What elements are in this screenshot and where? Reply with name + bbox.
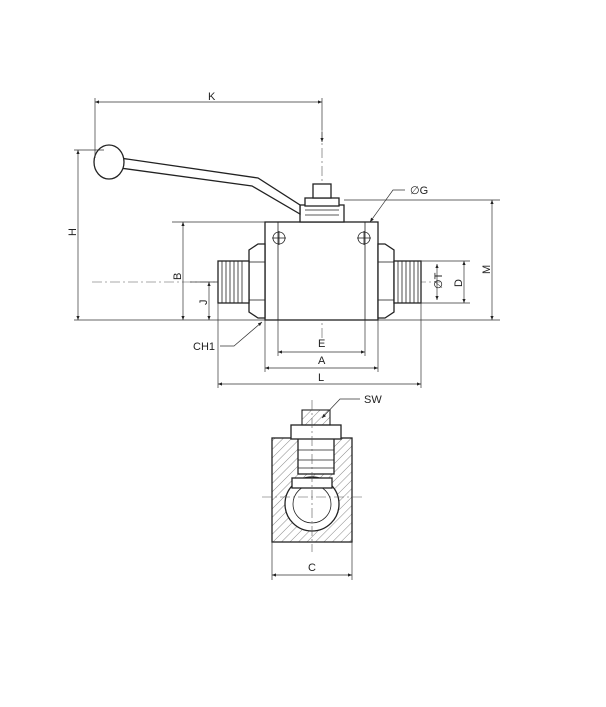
valve-stem	[299, 183, 345, 223]
label-CH1: CH1	[193, 341, 215, 353]
front-view: K H B J ∅G ∅T D M E A L CH1	[67, 91, 500, 388]
label-A: A	[318, 355, 326, 367]
extension-lines	[74, 98, 500, 388]
label-G: ∅G	[410, 185, 428, 197]
label-L: L	[318, 372, 324, 384]
handle-knob	[93, 144, 125, 180]
valve-body	[264, 221, 379, 321]
label-B: B	[172, 273, 184, 280]
leader-SW	[321, 398, 360, 419]
label-J: J	[198, 300, 210, 306]
label-C: C	[308, 562, 316, 574]
leader-lines	[220, 189, 405, 347]
label-SW: SW	[364, 394, 382, 406]
section-nut	[290, 424, 342, 440]
port-fitting-right	[377, 243, 422, 319]
section-view: SW C	[262, 394, 382, 580]
label-K: K	[208, 91, 216, 103]
label-H: H	[67, 228, 79, 236]
label-T: ∅T	[433, 272, 445, 289]
section-stem-top	[301, 409, 331, 426]
stem-cavity	[297, 437, 335, 475]
label-E: E	[318, 338, 325, 350]
port-fitting-left	[217, 243, 266, 319]
label-M: M	[481, 265, 493, 274]
dimension-lines	[76, 100, 494, 386]
leader-CH1	[220, 321, 263, 347]
handle	[93, 144, 301, 216]
mounting-hole-left	[272, 231, 286, 245]
leader-G	[369, 189, 405, 223]
mounting-hole-right	[357, 231, 371, 245]
label-D: D	[453, 279, 465, 287]
